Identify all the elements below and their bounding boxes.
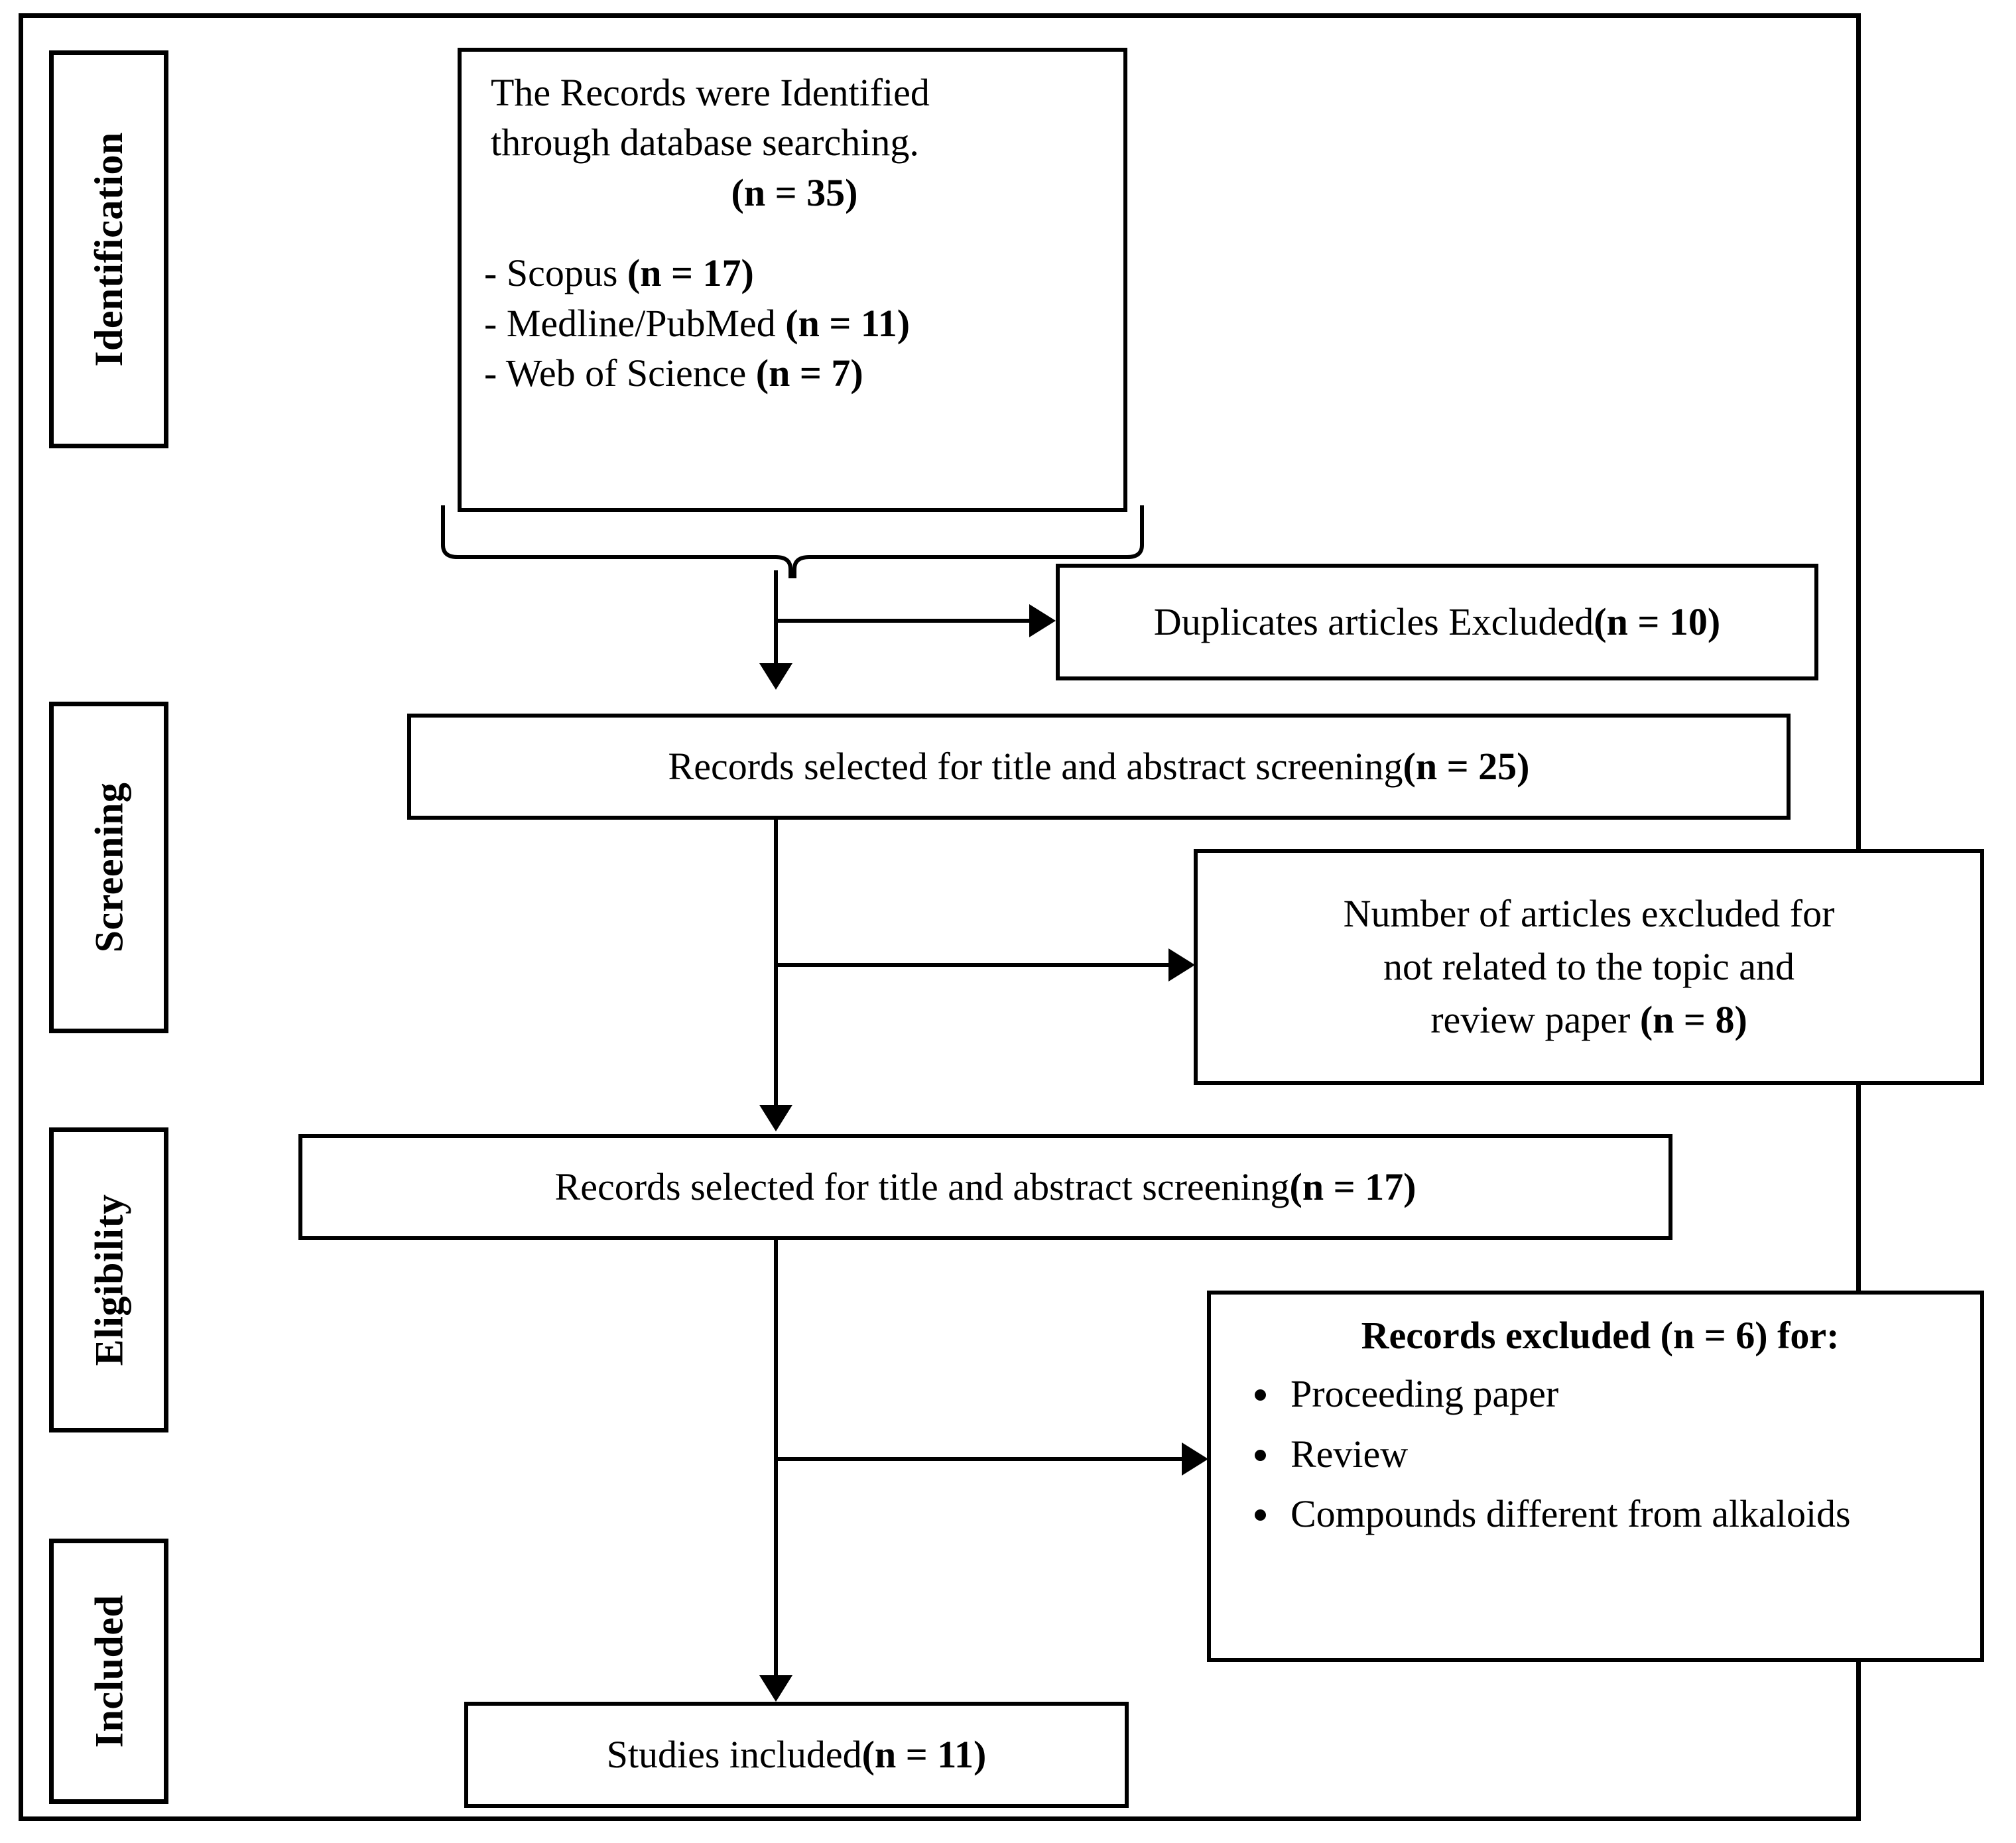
box-records-identified: The Records were Identified through data… (458, 48, 1127, 512)
source-item-scopus: - Scopus (n = 17) (484, 248, 1105, 298)
records-excluded-reason-item: Review (1255, 1430, 1967, 1479)
records-excluded-reason-item: Proceeding paper (1255, 1369, 1967, 1419)
records-excluded-title: Records excluded (n = 6) for: (1233, 1310, 1967, 1360)
duplicates-excluded-text: Duplicates articles Excluded (1153, 600, 1594, 644)
box-eligibility-selected: Records selected for title and abstract … (298, 1134, 1672, 1240)
source-item-wos-label: - Web of Science (484, 351, 756, 395)
connector-eligibility-to-excluded (774, 1457, 1185, 1461)
box-records-identified-heading: The Records were Identified through data… (484, 68, 1105, 218)
studies-included-count: (n = 11) (861, 1733, 987, 1777)
records-identified-source-list: - Scopus (n = 17) - Medline/PubMed (n = … (484, 248, 1105, 398)
studies-included-text: Studies included (606, 1733, 862, 1777)
records-excluded-reason-list: Proceeding paper Review Compounds differ… (1233, 1369, 1967, 1539)
arrow-eligibility-to-excluded (1182, 1442, 1208, 1476)
stage-label-screening-text: Screening (87, 782, 131, 953)
arrow-screening-to-notrelated (1168, 948, 1195, 982)
stage-label-identification: Identification (49, 50, 168, 448)
arrow-eligibility-to-included (759, 1675, 792, 1702)
duplicates-excluded-count: (n = 10) (1594, 600, 1721, 644)
stage-label-screening: Screening (49, 702, 168, 1033)
box-screening-selected: Records selected for title and abstract … (407, 714, 1791, 820)
box-records-excluded: Records excluded (n = 6) for: Proceeding… (1207, 1291, 1984, 1662)
eligibility-selected-count: (n = 17) (1289, 1165, 1417, 1209)
source-item-wos-count: (n = 7) (755, 351, 863, 395)
not-related-line3-wrapper: review paper (n = 8) (1430, 993, 1747, 1047)
records-excluded-title-count: (n = 6) (1660, 1314, 1768, 1357)
records-excluded-title-text: Records excluded (1361, 1314, 1661, 1357)
curly-brace-connector (441, 505, 1144, 578)
box-duplicates-excluded: Duplicates articles Excluded (n = 10) (1056, 564, 1818, 680)
box-studies-included: Studies included (n = 11) (464, 1702, 1129, 1808)
not-related-line1: Number of articles excluded for (1343, 891, 1835, 935)
connector-screening-to-notrelated (774, 963, 1172, 967)
arrow-screening-to-eligibility (759, 1105, 792, 1131)
source-item-scopus-label: - Scopus (484, 251, 627, 295)
box-not-related-excluded: Number of articles excluded for not rela… (1194, 849, 1984, 1085)
records-excluded-reason-item: Compounds different from alkaloids (1255, 1490, 1967, 1539)
source-item-medline: - Medline/PubMed (n = 11) (484, 298, 1105, 348)
stage-label-eligibility: Eligibility (49, 1127, 168, 1432)
source-item-scopus-count: (n = 17) (627, 251, 754, 295)
stage-label-included: Included (49, 1539, 168, 1804)
source-item-wos: - Web of Science (n = 7) (484, 348, 1105, 398)
arrow-identified-to-screening (759, 663, 792, 690)
records-excluded-title-suffix: for: (1767, 1314, 1840, 1357)
records-identified-line2: through database searching. (491, 121, 919, 164)
source-item-medline-count: (n = 11) (785, 301, 911, 345)
not-related-count: (n = 8) (1639, 998, 1747, 1042)
connector-identified-to-screening (774, 570, 778, 663)
not-related-line3: review paper (1430, 998, 1640, 1042)
records-identified-line1: The Records were Identified (491, 71, 930, 114)
connector-identified-to-duplicates (774, 619, 1033, 623)
screening-selected-count: (n = 25) (1403, 745, 1530, 789)
screening-selected-text: Records selected for title and abstract … (668, 745, 1403, 789)
connector-screening-to-eligibility (774, 820, 778, 1105)
arrow-identified-to-duplicates (1029, 604, 1056, 637)
not-related-line2: not related to the topic and (1383, 944, 1795, 988)
stage-label-included-text: Included (87, 1594, 131, 1748)
stage-label-eligibility-text: Eligibility (87, 1194, 131, 1366)
eligibility-selected-text: Records selected for title and abstract … (554, 1165, 1290, 1209)
records-identified-count: (n = 35) (731, 170, 858, 214)
stage-label-identification-text: Identification (87, 132, 131, 367)
source-item-medline-label: - Medline/PubMed (484, 301, 786, 345)
